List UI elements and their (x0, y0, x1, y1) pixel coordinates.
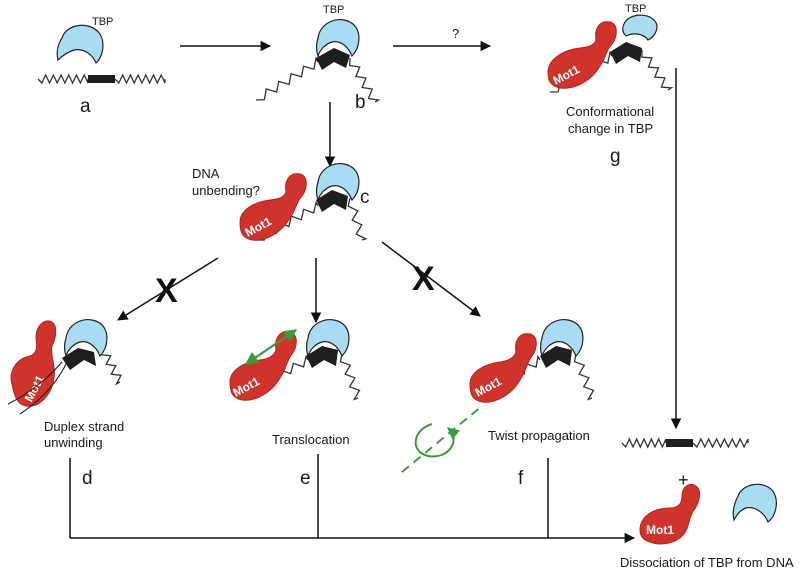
tata-box (88, 75, 115, 83)
tata-box-bent (316, 190, 348, 212)
caption-g-line2: change in TBP (568, 121, 653, 136)
plus-sign: + (678, 470, 689, 490)
arrow-c-to-d (117, 257, 219, 321)
panel-label-a: a (80, 96, 91, 117)
mot1-protein (639, 483, 701, 545)
tbp-protein (63, 319, 108, 358)
tbp-protein-changed (622, 14, 658, 41)
mot1-protein (10, 320, 57, 407)
panel-g: Mot1 TBP Conformational change in TBP g (547, 3, 674, 167)
arrow-c-to-f (381, 241, 481, 317)
rotation-arrow (414, 423, 461, 458)
panel-d: Mot1 Duplex strand unwinding d (7, 319, 124, 489)
caption-g-line1: Conformational (566, 104, 654, 119)
panel-e: Mot1 Translocation e (229, 319, 361, 489)
dna-straight (37, 73, 89, 85)
mot1-protein (469, 333, 537, 403)
caption-e: Translocation (272, 432, 350, 447)
caption-f: Twist propagation (488, 428, 590, 443)
tata-box-bent (62, 348, 96, 370)
caption-c-line1: DNA (192, 166, 220, 181)
panel-c: Mot1 DNA unbending? c (192, 163, 370, 241)
caption-final: Dissociation of TBP from DNA (620, 555, 794, 570)
tata-box (666, 439, 693, 447)
dna-right-arm (100, 347, 123, 386)
panel-a: TBP a (37, 16, 166, 117)
translocation-arrow (244, 329, 298, 365)
unwound-strand-2 (19, 363, 67, 415)
tbp-protein (315, 163, 360, 202)
dna-right-arm (347, 197, 368, 241)
panel-label-g: g (610, 146, 621, 167)
caption-d-line1: Duplex strand (44, 419, 124, 434)
dissociation-products: + Mot1 Dissociation of TBP from DNA (620, 437, 794, 570)
tbp-label: TBP (92, 16, 113, 28)
tbp-protein (539, 319, 584, 358)
tata-box-bent (610, 42, 642, 64)
dna-straight (114, 73, 166, 85)
unwound-strand-1 (7, 361, 63, 405)
tbp-protein (305, 319, 350, 358)
mot1-label: Mot1 (646, 523, 674, 537)
tbp-protein (315, 19, 360, 58)
caption-c-line2: unbending? (192, 183, 260, 198)
dna-right-arm (348, 57, 381, 103)
cross-mark-f: X (412, 260, 435, 298)
tbp-protein (732, 483, 777, 523)
dna-right-arm (641, 49, 674, 91)
panel-f: Mot1 Twist propagation f (401, 319, 595, 489)
dna-right-arm (339, 353, 361, 401)
panel-b: TBP b (255, 4, 381, 113)
tata-box-bent (540, 346, 572, 368)
dna-straight (692, 437, 749, 449)
dna-left-arm (255, 56, 319, 101)
question-mark: ? (452, 26, 459, 41)
caption-d-line2: unwinding (44, 435, 103, 450)
panel-label-d: d (82, 468, 93, 489)
dna-right-arm (573, 353, 595, 401)
dna-straight (621, 437, 667, 449)
tbp-label: TBP (625, 3, 646, 15)
mot1-protein (239, 173, 307, 241)
tata-box-bent (306, 346, 338, 368)
panel-label-e: e (300, 468, 311, 489)
twist-axis (401, 405, 483, 473)
panel-label-b: b (355, 92, 366, 113)
tbp-label: TBP (323, 4, 344, 16)
panel-label-c: c (360, 187, 370, 208)
mot1-protein (547, 21, 617, 89)
tbp-protein (56, 24, 104, 65)
cross-mark-d: X (155, 272, 178, 310)
panel-label-f: f (518, 468, 524, 489)
tata-box-bent (316, 48, 350, 70)
